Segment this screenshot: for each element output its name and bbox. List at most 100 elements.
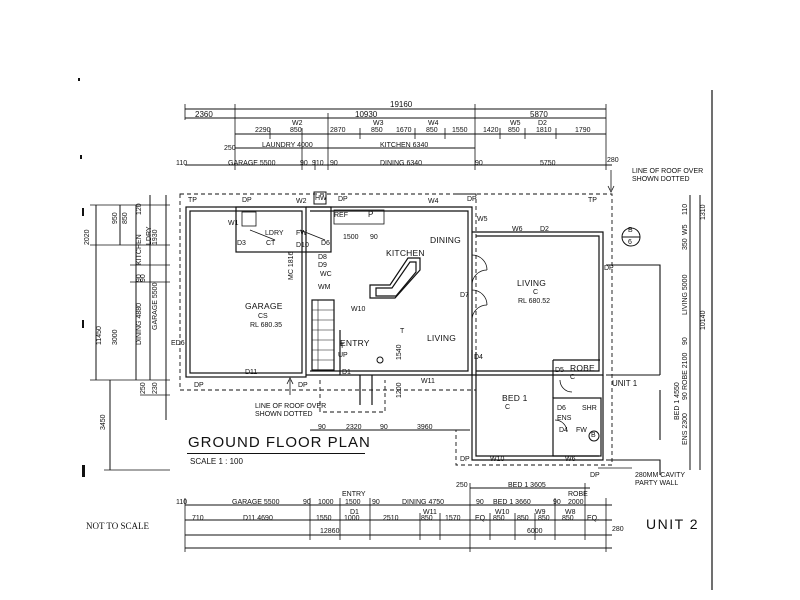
dim-dining-4750: DINING 4750: [402, 499, 445, 506]
dim-3960: 3960: [417, 424, 433, 431]
room-robe-c: C: [570, 374, 576, 381]
dim-bed1-3660: BED 1 3660: [493, 499, 531, 506]
dim-robe-2100: ROBE 2100: [682, 352, 689, 390]
dim-laundry-4000: LAUNDRY 4000: [262, 142, 313, 149]
tag-dp-2: DP: [338, 196, 348, 203]
tag-w11: W11: [421, 378, 435, 385]
ldry-ct: CT: [266, 240, 276, 247]
tag-mc: MC 1816: [288, 251, 295, 280]
dim-11450: 11450: [96, 326, 103, 345]
pantry-p: P: [368, 210, 374, 219]
dim-2290: 2290: [255, 127, 271, 134]
dim-2000-bottom: 2000: [568, 499, 584, 506]
hw-unit: [313, 191, 327, 205]
tag-w5-right: W5: [682, 224, 689, 236]
fridge-ref: REF: [334, 212, 348, 219]
tag-dp-4: DP: [604, 265, 614, 272]
tag-w10-kitchen: W10: [351, 306, 366, 313]
tag-d11: D11: [245, 369, 258, 376]
tag-w10-bottom: W10: [495, 509, 510, 516]
dim-1670: 1670: [396, 127, 412, 134]
tag-w4: W4: [428, 198, 439, 205]
tag-1500: 1500: [343, 234, 359, 241]
tag-d5: D5: [555, 367, 564, 374]
dim-850a: 850: [290, 127, 302, 134]
tag-w3-top: W3: [373, 120, 384, 127]
room-dining: DINING: [430, 235, 461, 245]
tag-tp-right: TP: [588, 197, 597, 204]
dim-2320: 2320: [346, 424, 362, 431]
dim-850b: 850: [371, 127, 383, 134]
room-ldry: LDRY: [265, 230, 284, 237]
dim-950-left: 950: [112, 212, 119, 224]
dim-110-bottom: 110: [176, 499, 188, 506]
dim-3000-left: 3000: [112, 329, 119, 345]
room-garage-rl: RL 680.35: [250, 322, 283, 329]
room-ens: ENS: [557, 415, 572, 422]
dim-ldry-left: LDRY: [146, 226, 153, 245]
roof-note-bottom: LINE OF ROOF OVER SHOWN DOTTED: [255, 403, 327, 418]
dim-entry-bottom: ENTRY: [342, 491, 366, 498]
dim-120-left: 120: [136, 203, 143, 215]
section-6: 6: [628, 239, 632, 246]
dim-850-gap: 850: [517, 515, 529, 522]
dim-110-right: 110: [682, 203, 689, 215]
dim-kitchen-6340: KITCHEN 6340: [380, 142, 429, 149]
dim-710: 710: [192, 515, 204, 522]
dim-3450: 3450: [100, 414, 107, 430]
dim-910-top: 910: [312, 160, 324, 167]
room-garage: GARAGE: [245, 301, 283, 311]
dim-1570: 1570: [445, 515, 461, 522]
dim-90c-top: 90: [475, 160, 483, 167]
room-living-lower: LIVING: [427, 333, 457, 343]
tag-90-kitchen: 90: [370, 234, 378, 241]
plan-scale: SCALE 1 : 100: [190, 457, 243, 466]
tag-d3: D3: [237, 240, 246, 247]
dim-garage-5500-top: GARAGE 5500: [228, 160, 276, 167]
tag-ed6: ED6: [171, 340, 185, 347]
tag-w11-bottom: W11: [423, 509, 437, 516]
roof-outline-main: [179, 193, 477, 391]
roof-outline-right: [455, 193, 613, 466]
plan-title: GROUND FLOOR PLAN: [188, 434, 371, 451]
dim-1310-right: 1310: [700, 204, 707, 220]
dim-1000-bottom: 1000: [318, 499, 334, 506]
dim-90b-top: 90: [330, 160, 338, 167]
dim-90b-right: 90: [682, 392, 689, 400]
dim-dining-4880: DINING 4880: [136, 302, 143, 345]
dim-1200: 1200: [396, 382, 403, 398]
room-living-c: C: [533, 289, 539, 296]
tag-hw: HW: [315, 195, 327, 202]
dim-1550: 1550: [452, 127, 468, 134]
roof-outline-entry: [319, 380, 386, 413]
dim-10930: 10930: [355, 110, 378, 119]
dim-90b-bottom: 90: [372, 499, 380, 506]
dim-850c: 850: [426, 127, 438, 134]
dim-2510: 2510: [383, 515, 399, 522]
dim-bed1-3605: BED 1 3605: [508, 482, 546, 489]
tag-w8-bottom: W8: [565, 509, 576, 516]
dim-1000b-bottom: 1000: [344, 515, 360, 522]
tag-wm: WM: [318, 284, 331, 291]
dim-1420: 1420: [483, 127, 499, 134]
dim-90d-bottom: 90: [553, 499, 561, 506]
tag-w4-top: W4: [428, 120, 439, 127]
room-robe: ROBE: [570, 363, 595, 373]
dim-1540: 1540: [396, 344, 403, 360]
dim-90b-left: 90: [140, 274, 147, 282]
tag-dp-5: DP: [194, 382, 204, 389]
dim-5870: 5870: [530, 110, 548, 119]
room-living-rl: RL 680.52: [518, 298, 551, 305]
pantry-unit: [333, 209, 385, 225]
tag-w9-bottom: W9: [535, 509, 546, 516]
dim-eq-2: EQ.: [587, 515, 600, 522]
dim-280-top: 280: [607, 157, 619, 164]
stair-t: T: [340, 343, 345, 350]
dim-90-mid-1: 90: [318, 424, 326, 431]
b-marker: [588, 430, 600, 442]
room-bed1: BED 1: [502, 393, 528, 403]
dim-350-right: 350: [682, 238, 689, 250]
room-wc: WC: [320, 271, 332, 278]
living-wall: [472, 231, 604, 376]
